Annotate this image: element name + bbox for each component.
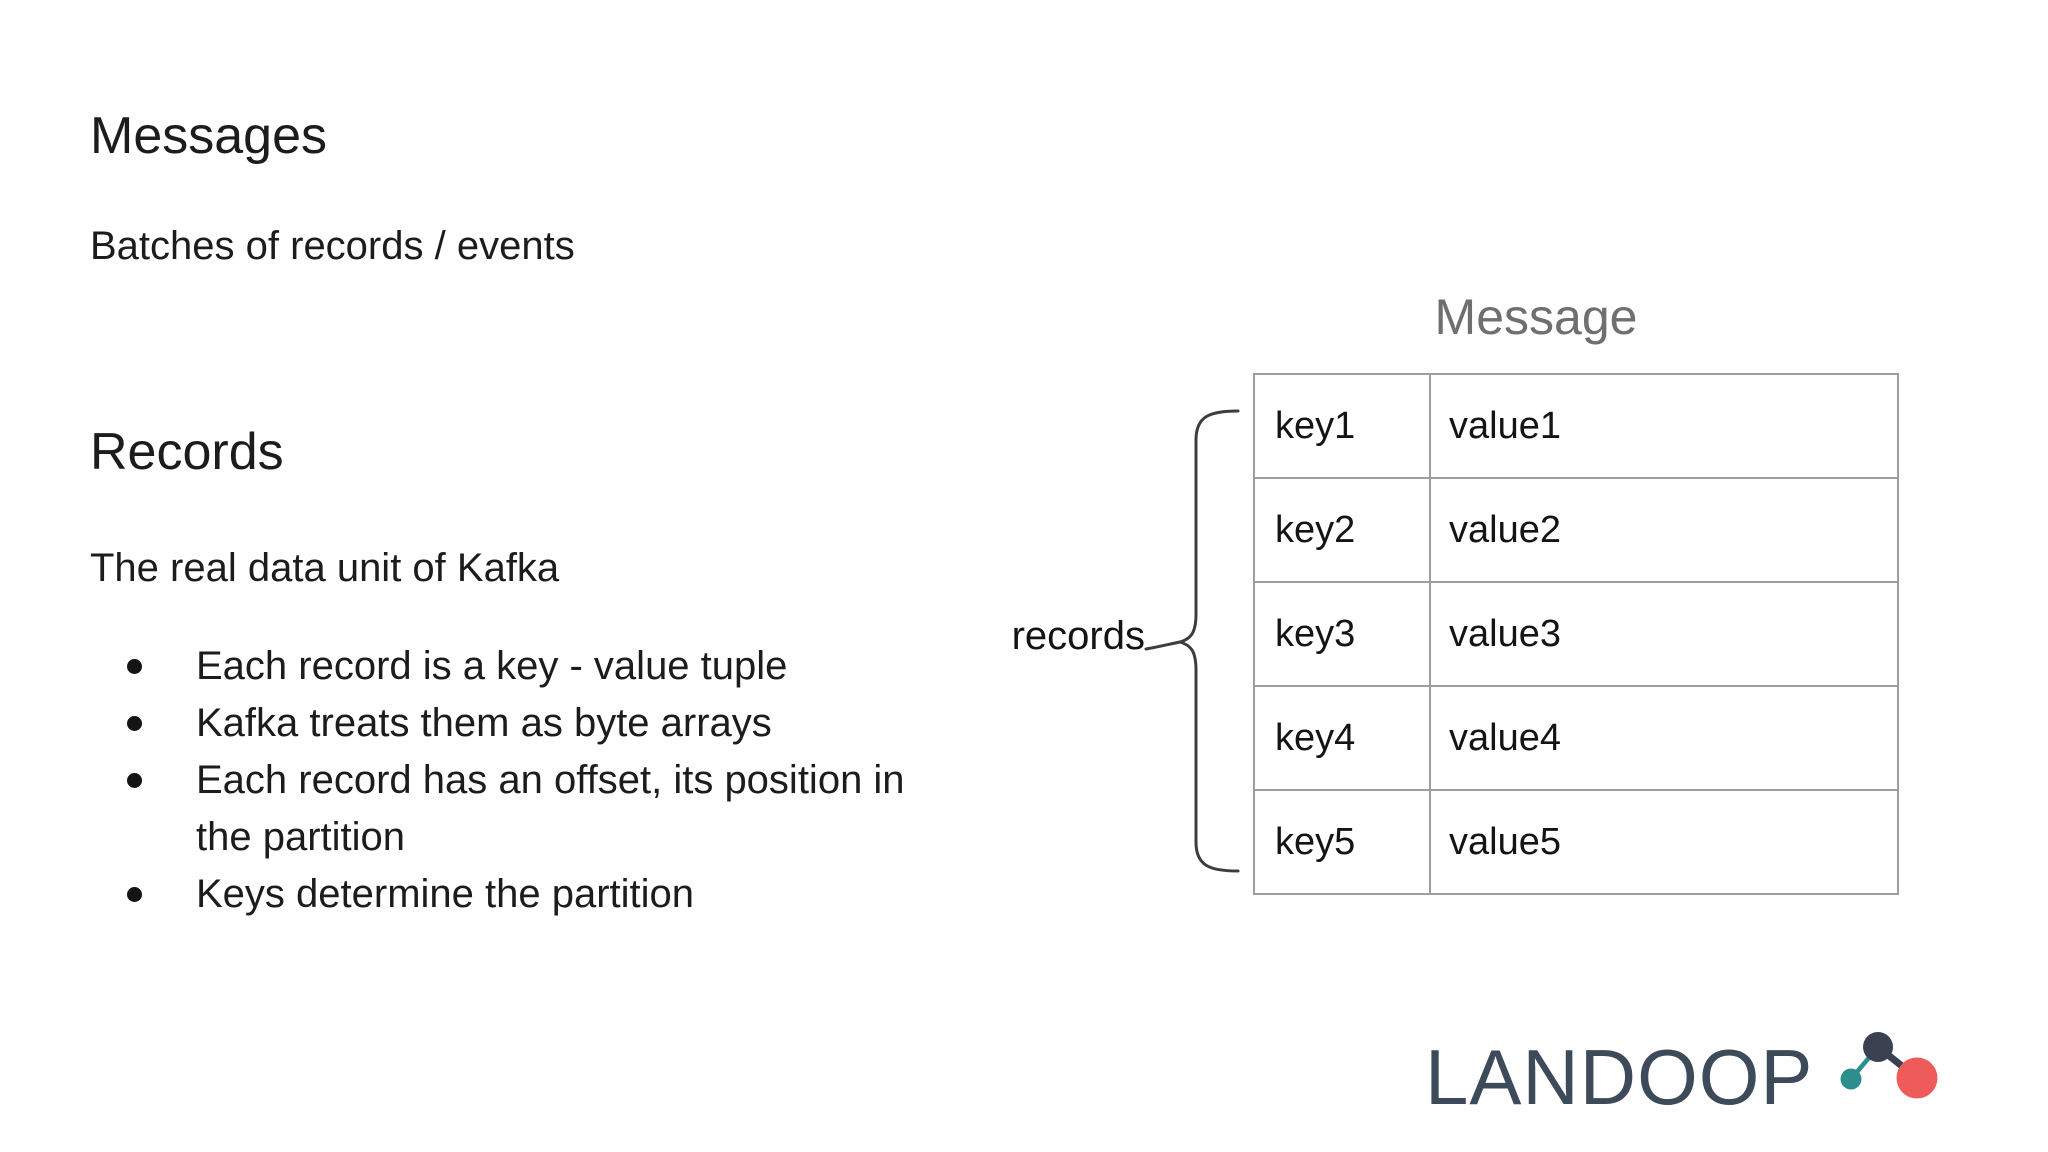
molecule-node-teal xyxy=(1840,1068,1862,1090)
key-cell: key5 xyxy=(1253,789,1431,895)
list-item: Keys determine the partition xyxy=(120,866,946,923)
value-cell: value2 xyxy=(1429,477,1899,583)
value-cell: value1 xyxy=(1429,373,1899,479)
molecule-icon xyxy=(1840,1032,1938,1099)
diagram-title: Message xyxy=(1434,289,1638,345)
list-item: Each record is a key - value tuple xyxy=(120,638,946,695)
table-row: key2 value2 xyxy=(1253,477,1899,583)
molecule-node-red xyxy=(1896,1057,1938,1099)
list-item: Each record has an offset, its position … xyxy=(120,752,946,866)
messages-subtitle: Batches of records / events xyxy=(90,224,575,268)
messages-heading: Messages xyxy=(90,107,327,165)
brace-icon xyxy=(1144,409,1240,873)
key-cell: key4 xyxy=(1253,685,1431,791)
value-cell: value3 xyxy=(1429,581,1899,687)
brace-path xyxy=(1174,409,1240,873)
bullet-icon xyxy=(127,716,142,731)
records-bullet-list: Each record is a key - value tuple Kafka… xyxy=(120,638,946,923)
bullet-icon xyxy=(127,887,142,902)
value-cell: value4 xyxy=(1429,685,1899,791)
bullet-text: Kafka treats them as byte arrays xyxy=(196,701,772,745)
value-cell: value5 xyxy=(1429,789,1899,895)
key-cell: key2 xyxy=(1253,477,1431,583)
message-table-body: key1 value1 key2 value2 key3 value3 key4… xyxy=(1253,373,1899,895)
bullet-icon xyxy=(127,659,142,674)
molecule-node-dark xyxy=(1863,1032,1893,1062)
table-row: key4 value4 xyxy=(1253,685,1899,791)
bullet-text: Keys determine the partition xyxy=(196,872,695,916)
bullet-text: Each record is a key - value tuple xyxy=(196,644,788,688)
table-row: key1 value1 xyxy=(1253,373,1899,479)
landoop-logo-text: LANDOOP xyxy=(1425,1033,1814,1121)
key-cell: key1 xyxy=(1253,373,1431,479)
brace-label: records xyxy=(1011,614,1145,658)
bullet-text: Each record has an offset, its position … xyxy=(196,758,905,859)
key-cell: key3 xyxy=(1253,581,1431,687)
table-row: key5 value5 xyxy=(1253,789,1899,895)
records-subtitle: The real data unit of Kafka xyxy=(90,546,560,590)
table-row: key3 value3 xyxy=(1253,581,1899,687)
message-table: key1 value1 key2 value2 key3 value3 key4… xyxy=(1253,373,1899,895)
list-item: Kafka treats them as byte arrays xyxy=(120,695,946,752)
bullet-icon xyxy=(127,773,142,788)
brace-connector-line xyxy=(1144,640,1182,651)
records-heading: Records xyxy=(90,423,284,481)
